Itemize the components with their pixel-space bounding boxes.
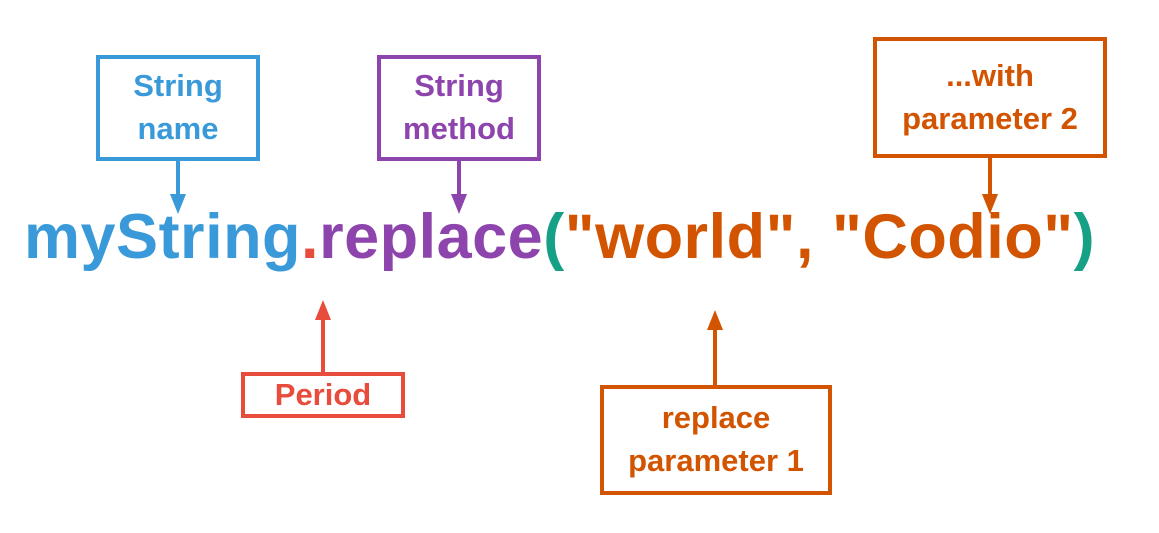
param1-label: replace parameter 1 [600,385,832,495]
code-string-name: myString [24,202,302,272]
string-method-label: String method [377,55,541,161]
code-param1: "world" [564,202,796,272]
code-param2: "Codio" [831,202,1074,272]
code-separator: , [795,202,832,272]
param2-label: ...with parameter 2 [873,37,1107,158]
code-close-paren: ) [1073,202,1096,272]
param2-arrow [982,157,998,214]
period-label: Period [241,372,405,418]
code-expression: myString.replace("world", "Codio") [24,206,1095,269]
string-name-arrow [170,160,186,214]
string-method-arrow [451,160,467,214]
code-period: . [301,202,320,272]
code-open-paren: ( [543,202,565,272]
code-method: replace [319,202,544,272]
period-arrow [315,300,331,372]
string-name-label: String name [96,55,260,161]
param1-arrow [707,310,723,386]
